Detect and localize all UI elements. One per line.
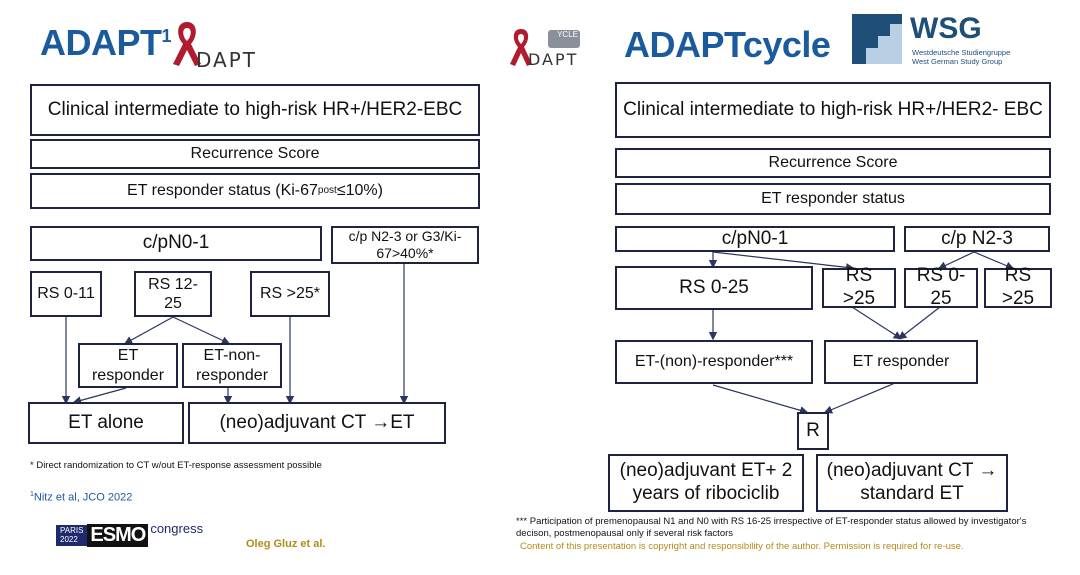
randomization-box: R bbox=[797, 412, 829, 450]
rs-over-25-n0-box: RS >25 bbox=[822, 265, 896, 309]
ribbon-icon bbox=[173, 22, 201, 66]
n2-3-box: c/p N2-3 bbox=[904, 226, 1050, 252]
rs-0-25-n0-box: RS 0-25 bbox=[615, 266, 813, 310]
left-footnote: * Direct randomization to CT w/out ET-re… bbox=[30, 460, 322, 471]
et-alone-box: ET alone bbox=[28, 402, 184, 444]
wsg-mark-icon bbox=[852, 14, 902, 64]
ct-arm-box: (neo)adjuvant CT → standard ET bbox=[816, 454, 1008, 512]
n0-1-box: c/pN0-1 bbox=[30, 226, 322, 261]
et-responder-box: ET responder bbox=[78, 343, 178, 388]
recurrence-score-box: Recurrence Score bbox=[30, 139, 480, 169]
population-box: Clinical intermediate to high-risk HR+/H… bbox=[30, 84, 480, 136]
rs-0-25-n2-box: RS 0-25 bbox=[904, 265, 978, 309]
et-responder-box: ET responder bbox=[824, 340, 978, 384]
adapt-logo-text: DAPT bbox=[196, 48, 258, 72]
adaptcycle-panel: YCLE DAPT ADAPTcycle WSG Westdeutsche St… bbox=[500, 8, 1070, 563]
n2-3-box: c/p N2-3 or G3/Ki-67>40%* bbox=[331, 226, 479, 264]
population-box: Clinical intermediate to high-risk HR+/H… bbox=[615, 82, 1051, 138]
neoadjuvant-ct-box: (neo)adjuvant CT →ET bbox=[188, 402, 446, 444]
ribociclib-arm-box: (neo)adjuvant ET+ 2 years of ribociclib bbox=[608, 454, 804, 512]
adapt-panel: ADAPT1 DAPT Clinical intermediate to hig… bbox=[18, 8, 498, 563]
reference: 1Nitz et al, JCO 2022 bbox=[30, 491, 133, 504]
rs-over-25-n2-box: RS >25 bbox=[984, 265, 1052, 309]
ribbon-icon bbox=[510, 29, 532, 66]
right-footnote: *** Participation of premenopausal N1 an… bbox=[516, 516, 1027, 539]
author: Oleg Gluz et al. bbox=[246, 538, 326, 550]
rs-0-11-box: RS 0-11 bbox=[30, 271, 102, 317]
et-responder-status-box: ET responder status bbox=[615, 183, 1051, 215]
n0-1-box: c/pN0-1 bbox=[615, 226, 895, 252]
rs-12-25-box: RS 12-25 bbox=[134, 271, 212, 317]
et-non-responder-box: ET-(non)-responder*** bbox=[615, 340, 813, 384]
rs-over-25-box: RS >25* bbox=[250, 271, 330, 317]
adaptcycle-title: ADAPTcycle bbox=[624, 24, 831, 65]
copyright-notice: Content of this presentation is copyrigh… bbox=[520, 541, 964, 552]
puzzle-icon: YCLE bbox=[548, 30, 580, 48]
et-non-responder-box: ET-non-responder bbox=[182, 343, 282, 388]
adapt-title: ADAPT1 bbox=[40, 22, 172, 63]
adaptcycle-logo-text: DAPT bbox=[528, 50, 579, 69]
recurrence-score-box: Recurrence Score bbox=[615, 148, 1051, 178]
